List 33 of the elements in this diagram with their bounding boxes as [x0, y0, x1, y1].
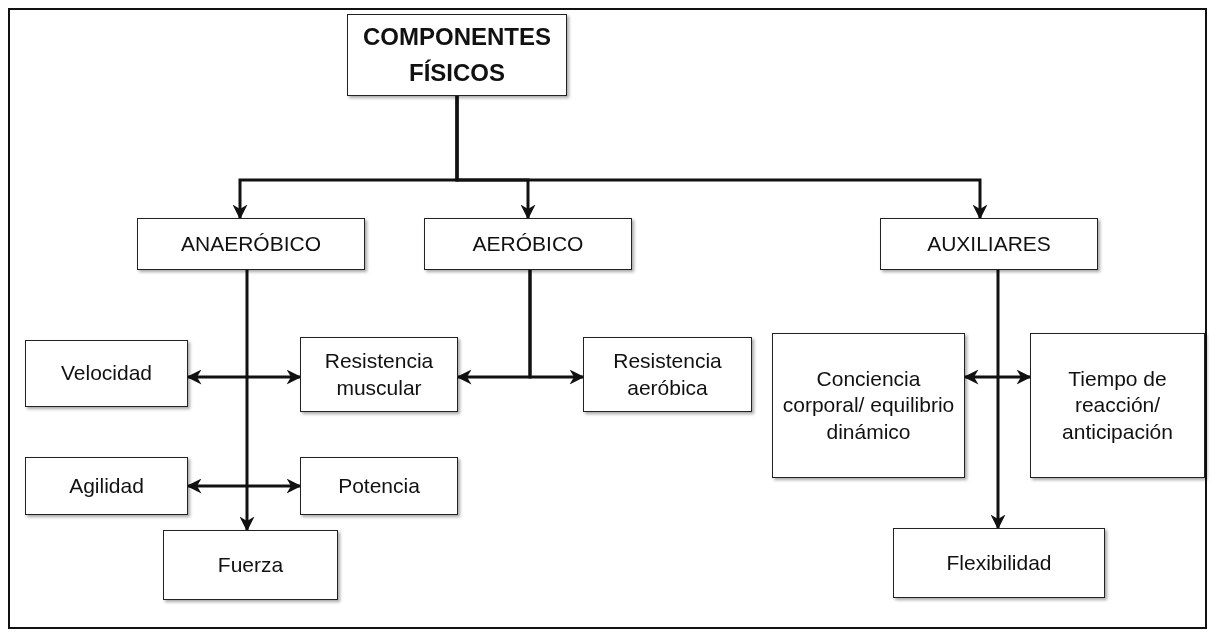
box-label: Resistencia aeróbica [612, 348, 723, 401]
concept-box [137, 218, 365, 270]
concept-box [300, 457, 458, 515]
concept-box [163, 530, 338, 600]
concept-box [25, 340, 188, 407]
box-label: Resistencia muscular [323, 348, 435, 401]
concept-box [1030, 333, 1205, 478]
arrow [528, 270, 585, 385]
concept-box [347, 14, 567, 96]
arrow [186, 478, 302, 494]
concept-box [880, 218, 1098, 270]
arrow [963, 369, 1032, 385]
box-label: AERÓBICO [472, 230, 584, 257]
arrow [186, 369, 302, 385]
box-label: Flexibilidad [946, 549, 1052, 576]
concept-box [424, 218, 632, 270]
arrow [990, 270, 1006, 530]
arrow [239, 270, 255, 532]
box-label: Agilidad [69, 472, 144, 499]
box-label: Tiempo de reacción/ anticipación [1061, 366, 1174, 445]
concept-box [583, 337, 752, 412]
box-label: Velocidad [60, 360, 153, 387]
arrow [455, 96, 988, 220]
concept-box [300, 337, 458, 412]
box-label: Conciencia corporal/ equilibrio dinámico [781, 366, 956, 445]
box-label: Fuerza [217, 551, 284, 578]
box-label: AUXILIARES [927, 230, 1051, 257]
concept-box [772, 333, 965, 478]
box-label: COMPONENTES FÍSICOS [362, 22, 552, 88]
box-label: ANAERÓBICO [181, 230, 321, 257]
concept-box [25, 457, 188, 515]
concept-box [893, 528, 1105, 598]
box-label: Potencia [338, 472, 420, 499]
